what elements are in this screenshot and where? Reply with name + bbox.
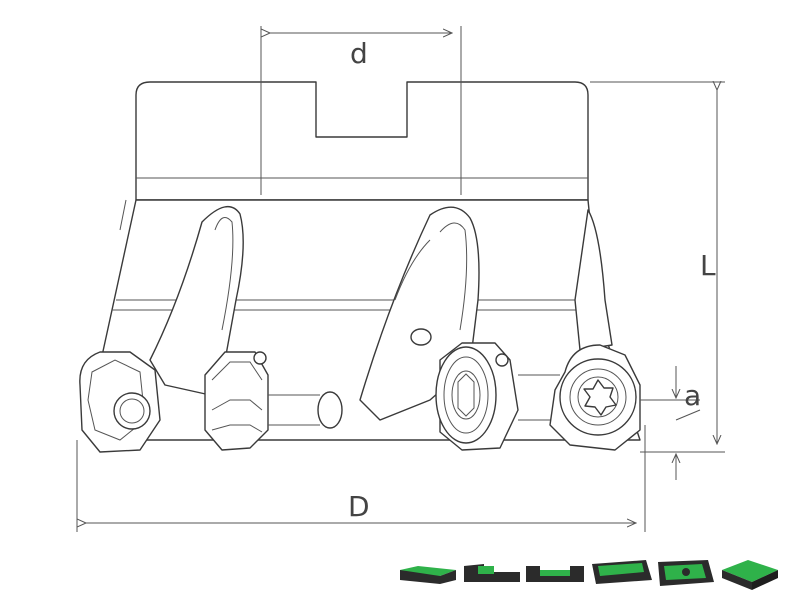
dimension-a: a bbox=[640, 366, 701, 480]
dimension-L: L bbox=[590, 82, 725, 453]
insert-shape-3-icon bbox=[526, 566, 584, 582]
insert-second bbox=[204, 351, 343, 451]
insert-shape-1-icon bbox=[400, 566, 456, 584]
insert-center bbox=[435, 342, 560, 451]
dimension-d: d bbox=[260, 26, 462, 195]
insert-icons-row bbox=[400, 560, 778, 590]
dimension-D: D bbox=[76, 425, 646, 532]
insert-right bbox=[549, 344, 641, 451]
label-L: L bbox=[700, 249, 716, 282]
insert-shape-6-icon bbox=[722, 560, 778, 590]
insert-shape-2-icon bbox=[464, 564, 520, 582]
insert-left bbox=[79, 351, 161, 453]
label-d: d bbox=[350, 37, 368, 70]
label-D: D bbox=[348, 490, 370, 523]
label-a: a bbox=[684, 379, 701, 412]
insert-shape-5-icon bbox=[658, 560, 714, 586]
insert-shape-4-icon bbox=[592, 560, 652, 584]
